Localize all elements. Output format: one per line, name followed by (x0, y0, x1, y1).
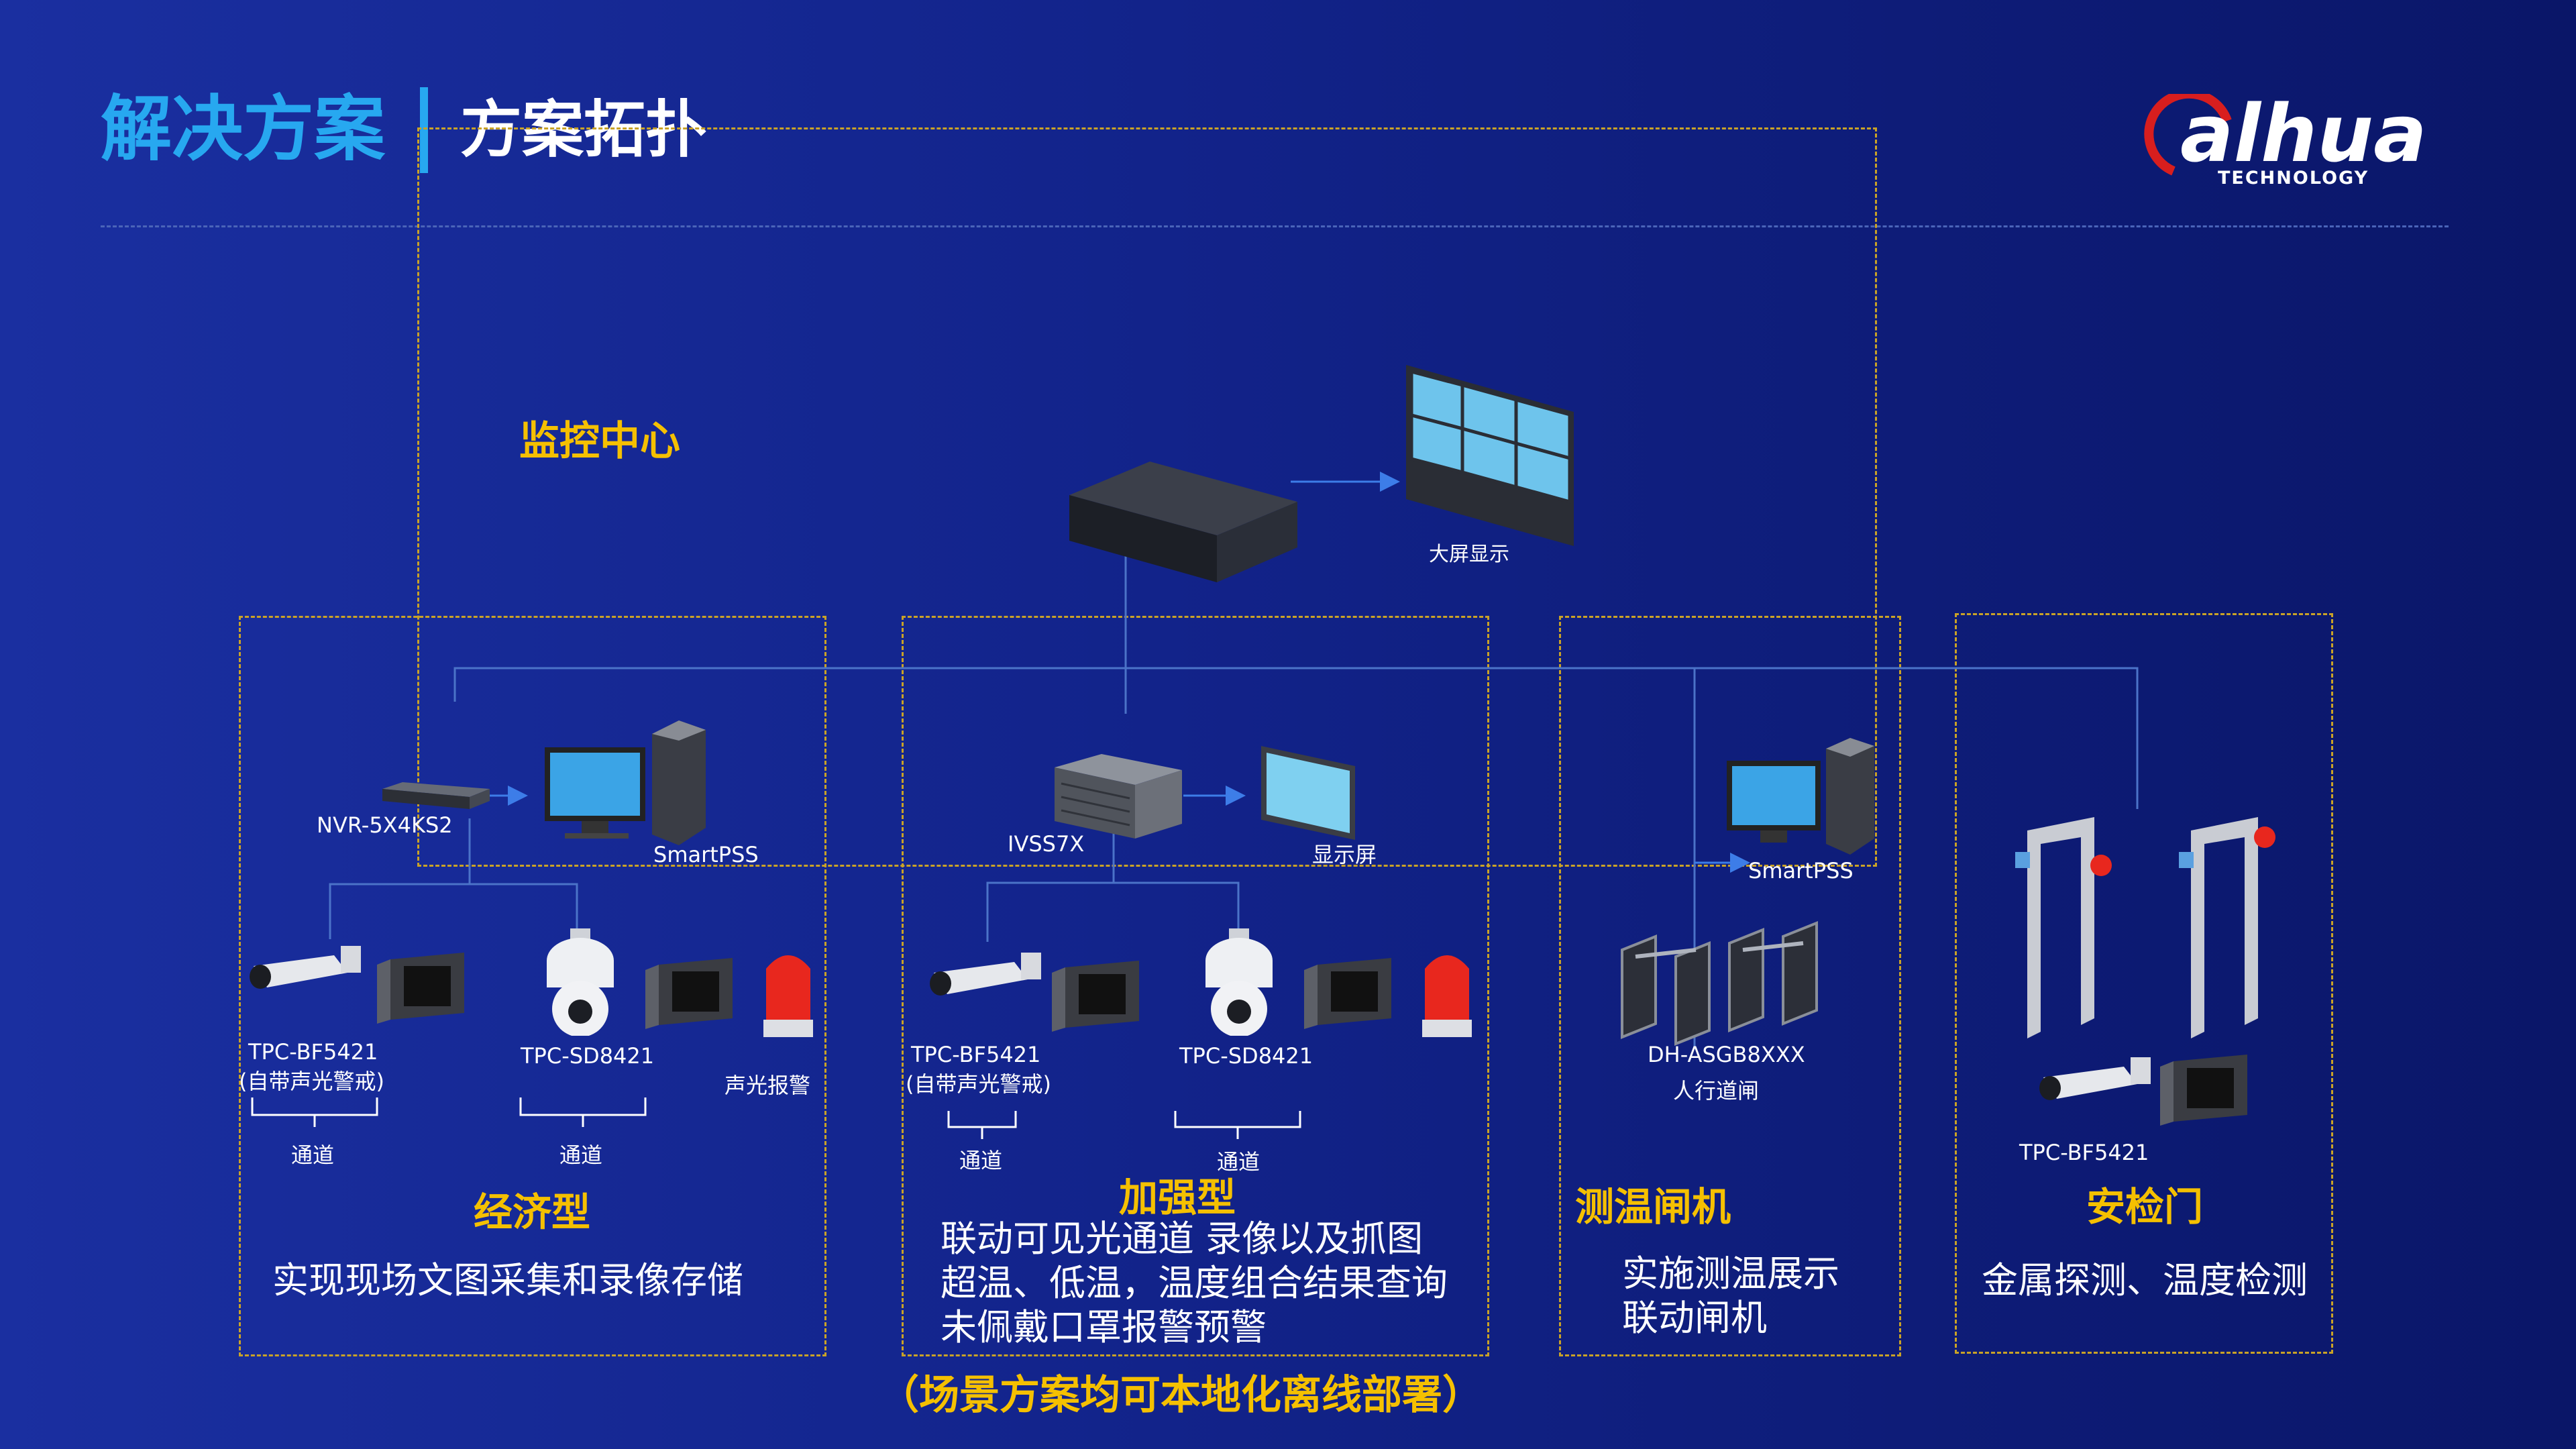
central-server-icon (1069, 462, 1297, 585)
zone-enhanced-box (902, 616, 1489, 1356)
z2-cam1-label: TPC-BF5421 (911, 1042, 1041, 1067)
z1-pc-label: SmartPSS (653, 842, 759, 867)
z2-channel-1-label: 通道 (959, 1148, 1003, 1173)
z2-bullet-camera-icon (927, 953, 1048, 1016)
monitor-center-box (417, 127, 1877, 867)
zone-economy-box (239, 616, 826, 1356)
zone-security-door-box (1955, 613, 2333, 1354)
nvr-icon (382, 782, 490, 814)
z2-dome-camera-icon (1195, 928, 1283, 1038)
z3-pc-label: SmartPSS (1748, 858, 1854, 883)
gate-model-label: DH-ASGB8XXX (1648, 1042, 1805, 1067)
z1-alarm-label: 声光报警 (724, 1073, 811, 1098)
big-screen-label: 大屏显示 (1429, 543, 1509, 566)
brace-z1-ch2 (519, 1097, 647, 1127)
security-door-1-icon (2000, 817, 2114, 1041)
gate-type-label: 人行道闸 (1673, 1078, 1760, 1104)
brand-logo-text: alhua (2180, 87, 2427, 180)
video-wall-icon (1406, 365, 1574, 549)
zone-gate-box (1559, 616, 1901, 1356)
z2-description-line-1: 联动可见光通道 录像以及抓图 (941, 1218, 1424, 1260)
z4-thermal-box-icon (2160, 1055, 2247, 1131)
header-divider (420, 87, 428, 173)
header-title-left: 解决方案 (101, 88, 385, 170)
z3-title: 测温闸机 (1575, 1184, 1731, 1230)
z2-monitor-label: 显示屏 (1312, 842, 1377, 867)
z3-description-line-2: 联动闸机 (1622, 1297, 1767, 1339)
brand-logo-sub: TECHNOLOGY (2218, 168, 2369, 189)
z2-description-line-3: 未佩戴口罩报警预警 (941, 1306, 1267, 1348)
z2-monitor-icon (1261, 746, 1355, 843)
monitor-center-label: 监控中心 (519, 418, 680, 465)
ivss-server-icon (1055, 754, 1182, 844)
header-title-right: 方案拓扑 (460, 94, 708, 166)
line-bus (453, 667, 2139, 809)
z1-channel-1-label: 通道 (291, 1142, 335, 1168)
pc-icon (545, 720, 706, 851)
z1-cam1-label: TPC-BF5421 (248, 1039, 378, 1065)
brace-z2-ch1 (947, 1111, 1017, 1139)
brace-z1-ch1 (251, 1097, 378, 1127)
z4-description: 金属探测、温度检测 (1982, 1259, 2308, 1301)
z2-title: 加强型 (1119, 1175, 1236, 1220)
z2-alarm-light-icon (1417, 942, 1477, 1045)
z2-cam2-label: TPC-SD8421 (1179, 1043, 1313, 1069)
z3-description-line-1: 实施测温展示 (1622, 1252, 1839, 1295)
z4-cam-label: TPC-BF5421 (2019, 1140, 2149, 1165)
brand-logo: alhua TECHNOLOGY (2133, 87, 2442, 195)
z1-bullet-camera-icon (247, 946, 368, 1009)
z1-cam2-label: TPC-SD8421 (521, 1043, 655, 1069)
brace-z2-ch2 (1174, 1111, 1301, 1139)
z3-pc-icon (1727, 738, 1874, 861)
z2-channel-2-label: 通道 (1217, 1149, 1260, 1175)
z2-thermal-box-2-icon (1304, 958, 1391, 1034)
z1-thermal-box-1-icon (377, 953, 464, 1029)
z4-bullet-camera-icon (2037, 1057, 2157, 1120)
z1-thermal-box-2-icon (645, 958, 733, 1034)
z1-channel-2-label: 通道 (559, 1142, 603, 1168)
z1-alarm-light-icon (758, 942, 818, 1045)
z4-title: 安检门 (2086, 1184, 2204, 1230)
footer-note: （场景方案均可本地化离线部署） (879, 1372, 1483, 1419)
security-door-2-icon (2164, 817, 2278, 1041)
header-rule (101, 225, 2449, 227)
z1-title: 经济型 (474, 1189, 591, 1235)
line-z1-tree (329, 883, 578, 939)
ivss-label: IVSS7X (1008, 831, 1085, 857)
z1-description: 实现现场文图采集和录像存储 (272, 1259, 743, 1301)
z2-cam1-sub-label: (自带声光警戒) (906, 1071, 1051, 1097)
z1-dome-camera-icon (537, 928, 624, 1038)
z2-description-line-2: 超温、低温，温度组合结果查询 (941, 1262, 1448, 1304)
z1-cam1-sub-label: (自带声光警戒) (239, 1069, 384, 1094)
nvr-label: NVR-5X4KS2 (317, 812, 453, 838)
z2-thermal-box-1-icon (1052, 961, 1139, 1037)
turnstile-gate-icon (1615, 910, 1823, 1053)
